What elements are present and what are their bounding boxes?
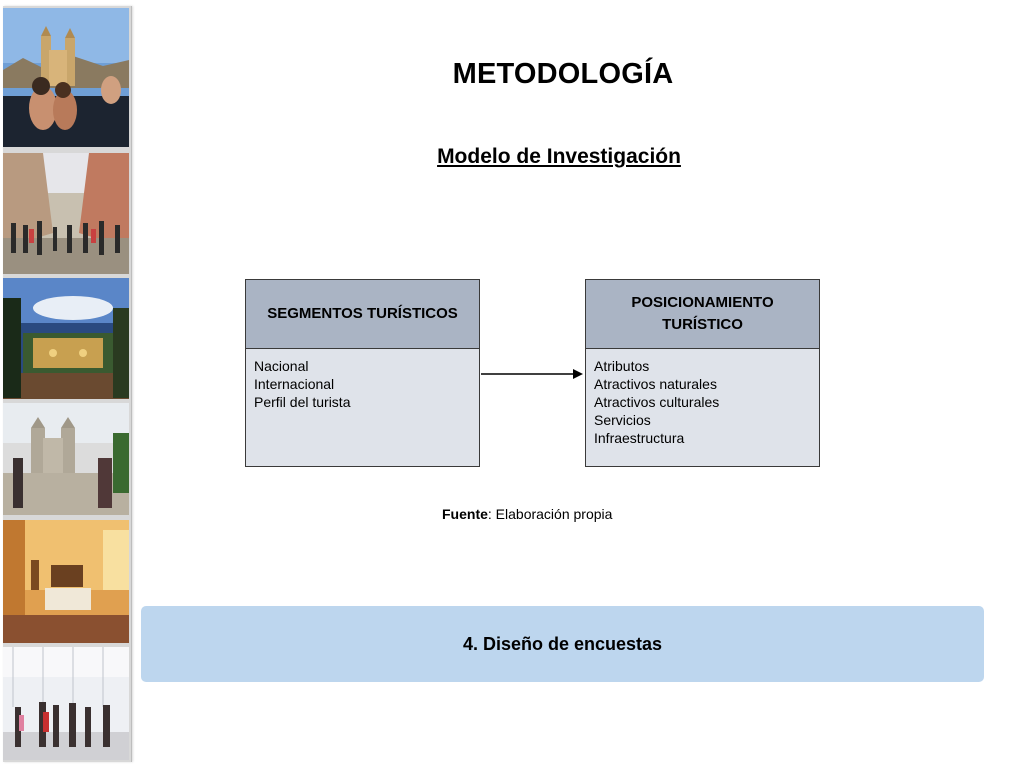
photo-courtyard-dusk	[3, 278, 129, 399]
source-note: Fuente: Elaboración propia	[442, 506, 612, 522]
photo-cathedral-pool	[3, 8, 129, 147]
posicionamiento-item: Infraestructura	[594, 430, 685, 446]
segmentos-box: SEGMENTOS TURÍSTICOS Nacional Internacio…	[245, 279, 480, 467]
posicionamiento-header-line: TURÍSTICO	[662, 316, 743, 333]
segmentos-box-header: SEGMENTOS TURÍSTICOS	[246, 280, 479, 349]
posicionamiento-item: Atractivos culturales	[594, 394, 720, 410]
source-label: Fuente	[442, 506, 488, 522]
section-banner-text: 4. Diseño de encuestas	[462, 633, 663, 654]
posicionamiento-item: Servicios	[594, 412, 651, 428]
posicionamiento-box-body: Atributos Atractivos naturales Atractivo…	[586, 349, 819, 455]
photo-airport-hall	[3, 647, 129, 760]
page-title: METODOLOGÍA	[452, 58, 674, 90]
photo-strip	[3, 6, 132, 762]
section-banner: 4. Diseño de encuestas	[141, 606, 984, 682]
connector-arrow	[481, 369, 583, 379]
posicionamiento-item: Atractivos naturales	[594, 376, 717, 392]
posicionamiento-item: Atributos	[594, 358, 650, 374]
source-text: : Elaboración propia	[487, 506, 613, 522]
photo-hotel-room	[3, 520, 129, 643]
posicionamiento-box: POSICIONAMIENTO TURÍSTICO Atributos Atra…	[585, 279, 820, 467]
segmentos-item: Perfil del turista	[254, 394, 351, 410]
posicionamiento-header-line: POSICIONAMIENTO	[631, 294, 774, 311]
page-subtitle: Modelo de Investigación	[437, 145, 681, 168]
segmentos-box-body: Nacional Internacional Perfil del turist…	[246, 349, 479, 419]
segmentos-item: Nacional	[254, 358, 309, 374]
photo-church-plaza	[3, 403, 129, 515]
segmentos-item: Internacional	[254, 376, 335, 392]
posicionamiento-box-header: POSICIONAMIENTO TURÍSTICO	[586, 280, 819, 349]
photo-pedestrian-street	[3, 153, 129, 274]
